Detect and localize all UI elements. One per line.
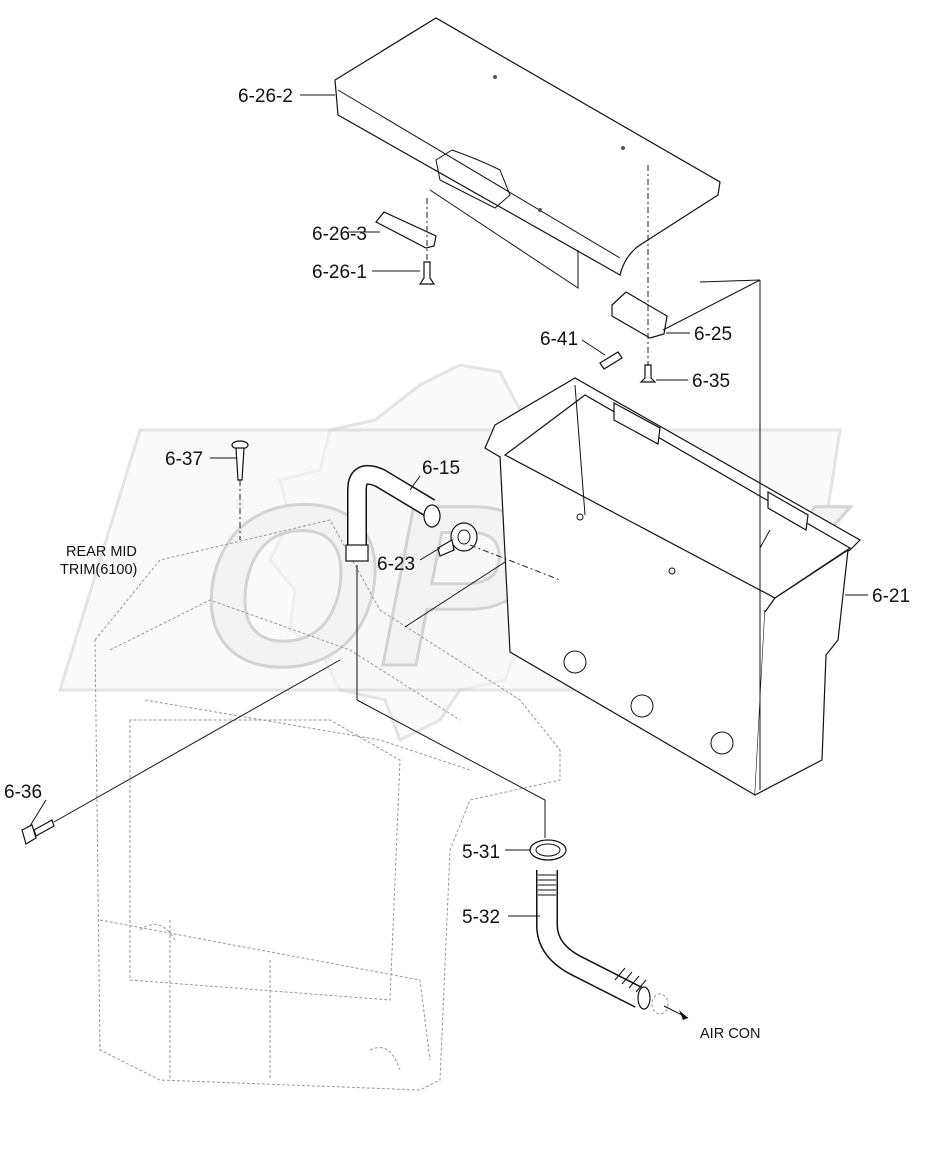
rear-mid-trim-ghost <box>94 519 561 1091</box>
label-small-screw: 6-41 <box>540 329 578 350</box>
label-air-con: AIR CON <box>700 1026 760 1042</box>
hinge-bracket <box>611 291 668 339</box>
top-screw <box>231 440 249 540</box>
label-hose-clamp: 5-31 <box>462 842 500 863</box>
drain-clamp <box>529 839 567 861</box>
lid-screw <box>418 261 436 285</box>
strap-plate <box>375 211 437 249</box>
bracket-screw <box>639 364 657 383</box>
side-screw <box>21 659 341 845</box>
small-screw <box>599 351 623 370</box>
label-top-screw: 6-37 <box>165 449 203 470</box>
label-box: 6-21 <box>872 586 910 607</box>
label-rear-mid-trim-2: TRIM(6100) <box>60 562 137 578</box>
label-clamp: 6-23 <box>377 554 415 575</box>
label-lid: 6-26-2 <box>238 86 293 107</box>
lid-panel <box>334 17 721 289</box>
label-side-screw: 6-36 <box>4 782 42 803</box>
label-lid-screw: 6-26-1 <box>312 262 367 283</box>
hose <box>345 465 441 562</box>
label-rear-mid-trim-1: REAR MID <box>66 544 137 560</box>
drain-pipe <box>536 870 689 1020</box>
hose-clamp-small <box>437 522 478 557</box>
label-strap: 6-26-3 <box>312 224 367 245</box>
storage-box <box>484 279 861 797</box>
label-bracket-screw: 6-35 <box>692 371 730 392</box>
label-hose: 6-15 <box>422 458 460 479</box>
label-drain-pipe: 5-32 <box>462 907 500 928</box>
label-hinge-bracket: 6-25 <box>694 324 732 345</box>
